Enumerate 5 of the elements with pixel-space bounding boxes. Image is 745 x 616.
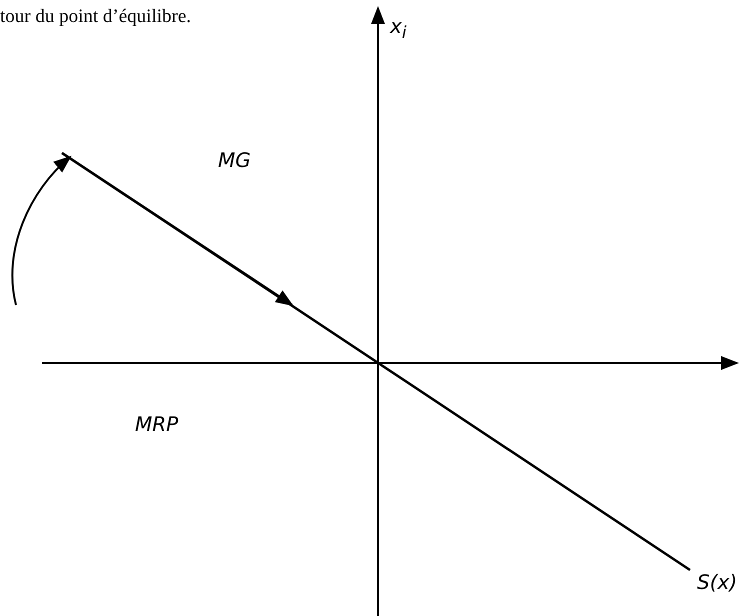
line-label: S(x) [697,570,738,594]
axis-label: x$_{i}$ [390,14,406,42]
note-text: tour du point d’équilibre. [0,6,192,28]
region-label: MRP [135,412,178,436]
region-label: MG [218,148,251,172]
